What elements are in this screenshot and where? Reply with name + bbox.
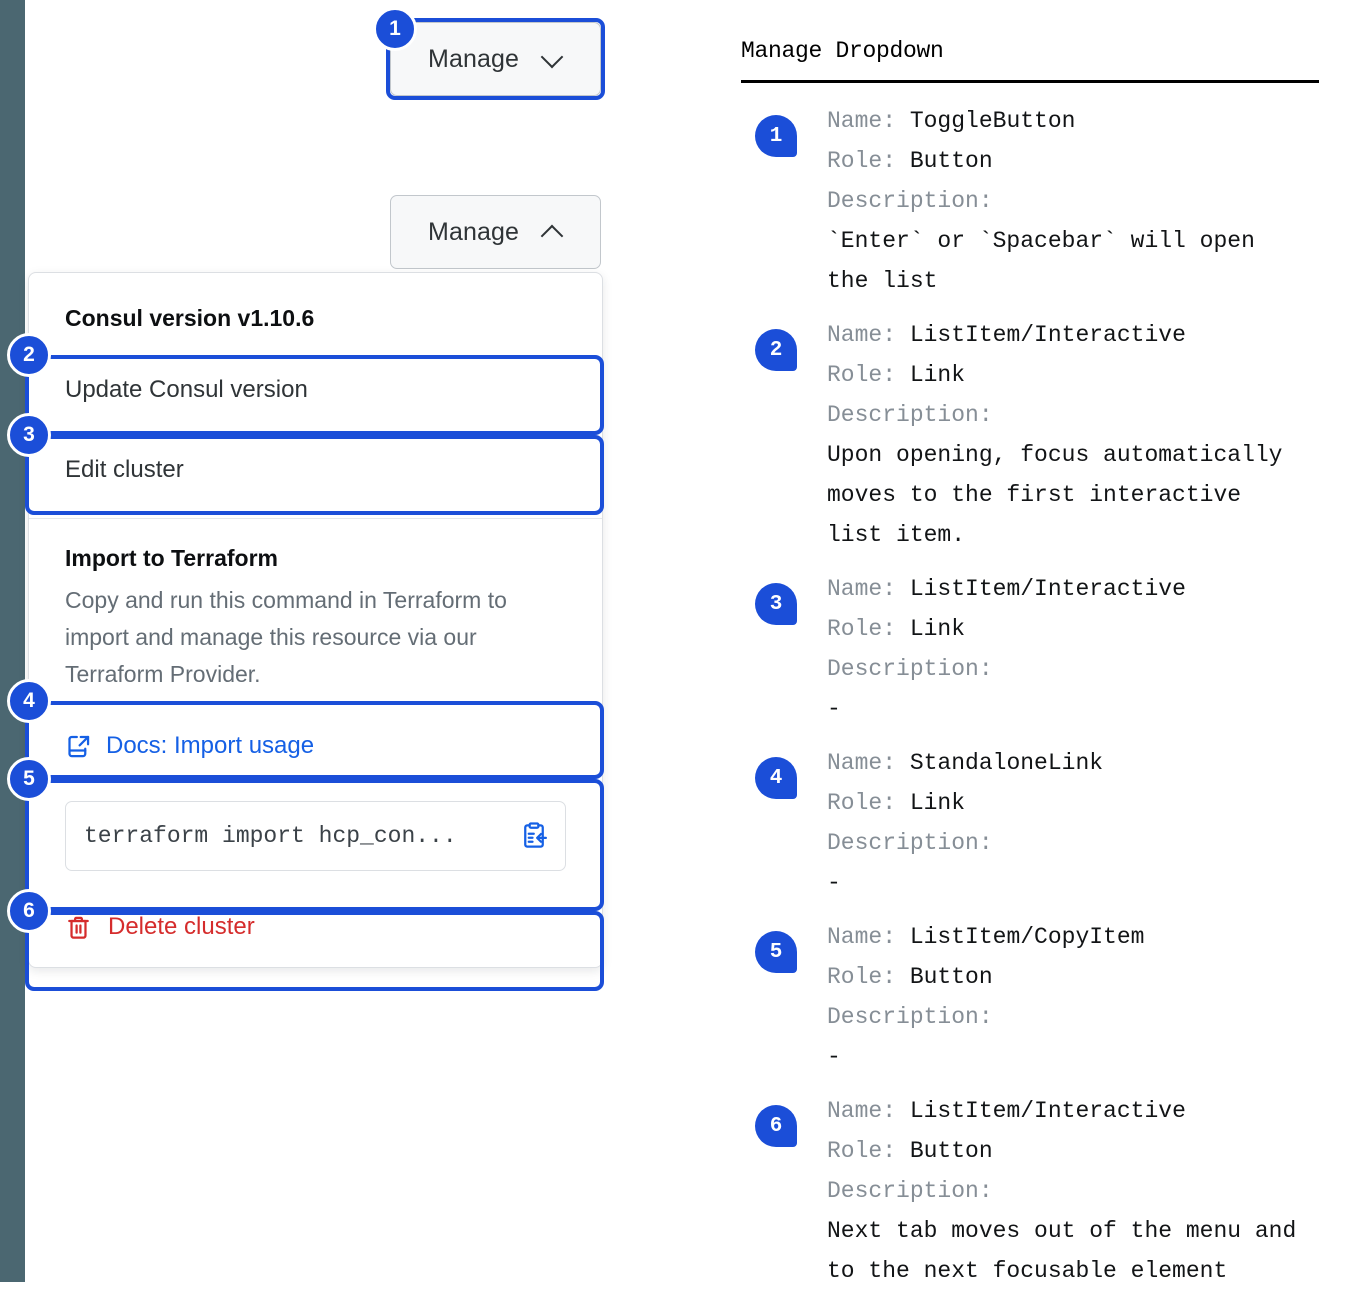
legend-name-value: ListItem/CopyItem (909, 924, 1145, 950)
legend-item: 4 Name: StandaloneLink Role: Link Descri… (741, 743, 1321, 903)
legend-role-key: Role: (827, 790, 897, 816)
legend-name-key: Name: (827, 750, 897, 776)
legend-role-value: Button (909, 1138, 993, 1164)
import-to-terraform-description: Copy and run this command in Terraform t… (65, 587, 507, 687)
menu-item-edit-cluster[interactable]: Edit cluster (65, 456, 184, 483)
legend-body-5: Name: ListItem/CopyItem Role: Button Des… (827, 917, 1321, 1077)
legend-name-value: ListItem/Interactive (909, 1098, 1186, 1124)
legend-description-key: Description: (827, 1004, 993, 1030)
marker-4: 4 (7, 679, 51, 723)
legend-description-key: Description: (827, 830, 993, 856)
marker-2: 2 (7, 333, 51, 377)
legend-badge-1: 1 (755, 115, 797, 157)
menu-item-docs-import-usage[interactable]: Docs: Import usage (29, 707, 602, 785)
legend-badge-4: 4 (755, 757, 797, 799)
legend-badge-3: 3 (755, 583, 797, 625)
legend-description-key: Description: (827, 656, 993, 682)
legend-description-value: Next tab moves out of the menu and to th… (827, 1218, 1297, 1284)
legend-name-key: Name: (827, 924, 897, 950)
docs-import-usage-label: Docs: Import usage (106, 732, 315, 759)
legend-badge-2: 2 (755, 329, 797, 371)
legend-name-value: ToggleButton (909, 108, 1076, 134)
marker-6: 6 (7, 889, 51, 933)
legend-name-value: ListItem/Interactive (909, 322, 1186, 348)
marker-3: 3 (7, 413, 51, 457)
manage-dropdown-panel: Consul version v1.10.6 Update Consul ver… (28, 272, 603, 968)
menu-item-delete-cluster[interactable]: Delete cluster (29, 887, 602, 967)
marker-5: 5 (7, 757, 51, 801)
chevron-down-icon (541, 48, 563, 70)
legend-item: 1 Name: ToggleButton Role: Button Descri… (741, 101, 1321, 301)
manage-toggle-button-open[interactable]: Manage (390, 195, 601, 269)
legend-body-4: Name: StandaloneLink Role: Link Descript… (827, 743, 1321, 903)
manage-toggle-label: Manage (428, 44, 519, 73)
trash-icon (65, 914, 92, 941)
import-to-terraform-title: Import to Terraform (65, 545, 278, 571)
legend-item: 2 Name: ListItem/Interactive Role: Link … (741, 315, 1321, 555)
legend-item: 3 Name: ListItem/Interactive Role: Link … (741, 569, 1321, 729)
legend-description-value: Upon opening, focus automatically moves … (827, 442, 1283, 548)
legend-body-6: Name: ListItem/Interactive Role: Button … (827, 1091, 1321, 1291)
legend-item: 6 Name: ListItem/Interactive Role: Butto… (741, 1091, 1321, 1291)
legend-badge-6: 6 (755, 1105, 797, 1147)
copy-command-text: terraform import hcp_con... (84, 823, 457, 849)
legend-body-1: Name: ToggleButton Role: Button Descript… (827, 101, 1321, 301)
legend-role-key: Role: (827, 1138, 897, 1164)
chevron-up-icon (541, 221, 563, 243)
legend-description-key: Description: (827, 402, 993, 428)
legend-description-value: `Enter` or `Spacebar` will open the list (827, 228, 1255, 294)
copy-command-wrapper: terraform import hcp_con... (29, 785, 602, 887)
legend-role-value: Link (909, 616, 966, 642)
legend-role-key: Role: (827, 616, 897, 642)
menu-divider (29, 518, 602, 519)
legend-name-key: Name: (827, 108, 897, 134)
legend-description-key: Description: (827, 188, 993, 214)
legend-role-value: Link (909, 790, 966, 816)
legend-role-value: Link (909, 362, 966, 388)
marker-1: 1 (373, 7, 417, 51)
legend-description-value: - (827, 870, 841, 896)
legend-name-key: Name: (827, 1098, 897, 1124)
legend-title: Manage Dropdown (741, 38, 944, 64)
legend-badge-5: 5 (755, 931, 797, 973)
legend-panel: Manage Dropdown 1 Name: ToggleButton Rol… (741, 38, 1321, 1305)
legend-description-key: Description: (827, 1178, 993, 1204)
legend-description-value: - (827, 696, 841, 722)
legend-description-value: - (827, 1044, 841, 1070)
left-sidebar-rail (0, 0, 25, 1282)
legend-divider (741, 80, 1319, 83)
legend-role-value: Button (909, 148, 993, 174)
legend-body-3: Name: ListItem/Interactive Role: Link De… (827, 569, 1321, 729)
legend-role-key: Role: (827, 964, 897, 990)
legend-role-key: Role: (827, 148, 897, 174)
legend-name-key: Name: (827, 322, 897, 348)
copy-to-clipboard-icon[interactable] (519, 821, 549, 851)
copy-command-field[interactable]: terraform import hcp_con... (65, 801, 566, 871)
legend-item: 5 Name: ListItem/CopyItem Role: Button D… (741, 917, 1321, 1077)
manage-toggle-button-closed[interactable]: Manage (390, 22, 601, 96)
consul-version-heading: Consul version v1.10.6 (65, 305, 315, 331)
external-link-docs-icon (65, 733, 92, 760)
legend-name-key: Name: (827, 576, 897, 602)
manage-toggle-label-open: Manage (428, 217, 519, 246)
legend-body-2: Name: ListItem/Interactive Role: Link De… (827, 315, 1321, 555)
dropdown-demo-area: Manage Manage Consul version v1.10.6 Upd… (25, 0, 705, 1282)
legend-role-key: Role: (827, 362, 897, 388)
delete-cluster-label: Delete cluster (108, 913, 255, 940)
menu-item-update-consul-version[interactable]: Update Consul version (65, 376, 308, 403)
legend-name-value: ListItem/Interactive (909, 576, 1186, 602)
legend-role-value: Button (909, 964, 993, 990)
legend-name-value: StandaloneLink (909, 750, 1104, 776)
